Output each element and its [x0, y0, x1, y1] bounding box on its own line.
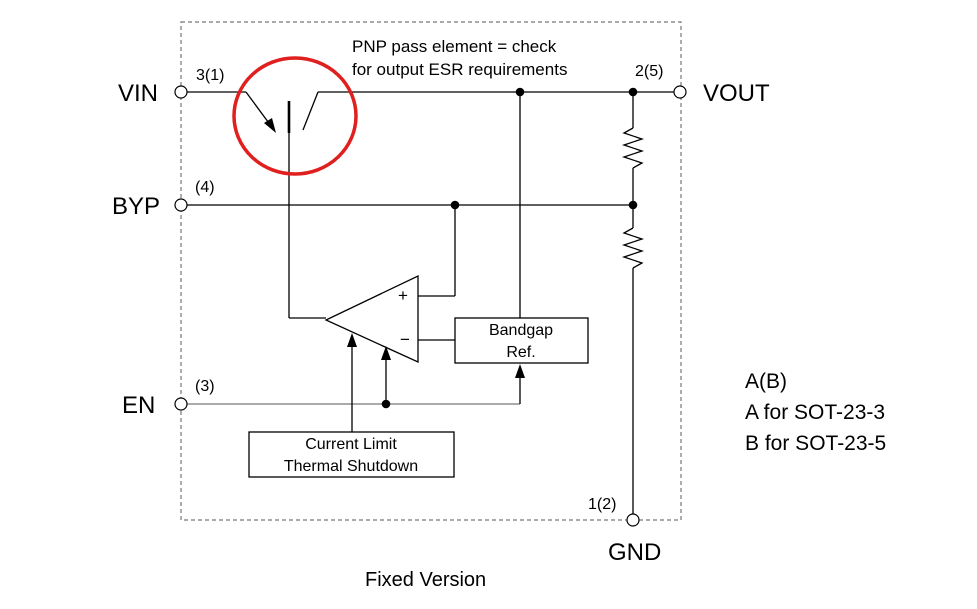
- annotation-line2: for output ESR requirements: [352, 60, 567, 79]
- bandgap-reference-block: Bandgap Ref.: [454, 317, 589, 364]
- pnp-pass-transistor: [187, 91, 633, 318]
- amp-minus-sign: −: [400, 330, 410, 349]
- junction-dot: [628, 87, 638, 97]
- pin-terminals: [174, 85, 687, 527]
- legend-title: A(B): [745, 370, 787, 393]
- upper-resistor: [621, 127, 645, 169]
- amp-plus-sign: +: [398, 286, 408, 305]
- bandgap-label-line1: Bandgap: [489, 322, 553, 339]
- bandgap-label-line2: Ref.: [506, 344, 535, 361]
- gnd-terminal: [626, 513, 640, 527]
- byp-label: BYP: [112, 193, 160, 220]
- vout-label: VOUT: [703, 80, 770, 107]
- current-limit-label-line2: Thermal Shutdown: [284, 458, 418, 475]
- junction-dot: [381, 399, 391, 409]
- diagram-caption: Fixed Version: [365, 569, 486, 591]
- junction-dot: [515, 87, 525, 97]
- current-limit-block: Current Limit Thermal Shutdown: [248, 431, 455, 478]
- legend-line1: A for SOT-23-3: [745, 401, 885, 424]
- vin-terminal: [174, 85, 188, 99]
- en-terminal: [174, 397, 188, 411]
- gnd-pin-number: 1(2): [588, 496, 616, 513]
- package-legend: A(B) A for SOT-23-3 B for SOT-23-5: [745, 370, 886, 455]
- output-network: [519, 91, 674, 515]
- vout-pin-number: 2(5): [635, 63, 663, 80]
- lower-resistor: [621, 227, 645, 269]
- en-label: EN: [122, 392, 155, 419]
- error-amplifier: + −: [289, 274, 455, 364]
- current-limit-label-line1: Current Limit: [305, 436, 397, 453]
- pnp-highlight-circle: [232, 56, 358, 176]
- junction-dots: [381, 87, 638, 409]
- junction-dot: [628, 200, 638, 210]
- junction-dot: [450, 200, 460, 210]
- bypass-network: [187, 204, 633, 297]
- chip-boundary: [180, 21, 682, 521]
- vin-pin-number: 3(1): [196, 67, 224, 84]
- en-pin-number: (3): [195, 378, 215, 395]
- vin-label: VIN: [118, 80, 158, 107]
- gnd-label: GND: [608, 539, 661, 566]
- annotation-line1: PNP pass element = check: [352, 37, 557, 56]
- byp-terminal: [174, 198, 188, 212]
- vout-terminal: [673, 85, 687, 99]
- legend-line2: B for SOT-23-5: [745, 432, 886, 455]
- enable-network: [187, 333, 525, 432]
- byp-pin-number: (4): [195, 179, 215, 196]
